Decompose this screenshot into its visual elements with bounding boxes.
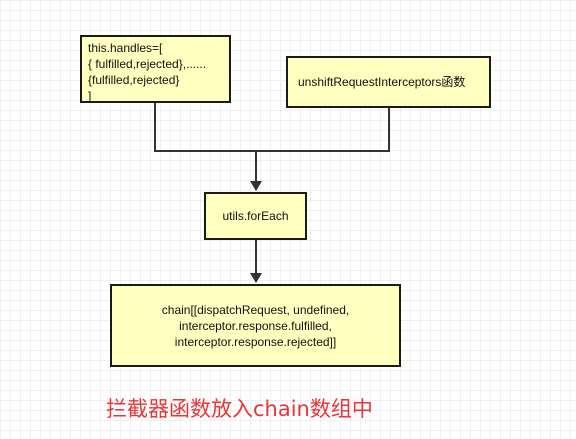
handles-line: { fulfilled,rejected},......: [88, 57, 207, 71]
unshift-node: unshiftRequestInterceptors函数: [286, 56, 491, 108]
unshift-label: unshiftRequestInterceptors函数: [298, 75, 466, 89]
handles-line: this.handles=[: [88, 41, 163, 55]
diagram-caption: 拦截器函数放入chain数组中: [106, 397, 373, 421]
connector-unshift-to-junction: [256, 108, 390, 152]
foreach-node: utils.forEach: [204, 192, 307, 240]
connector-handles-to-junction: [154, 103, 256, 152]
handles-node: this.handles=[ { fulfilled,rejected},...…: [80, 35, 231, 103]
handles-line: ]: [88, 89, 92, 103]
chain-node: chain[[dispatchRequest, undefined, inter…: [110, 284, 401, 367]
chain-line: chain[[dispatchRequest, undefined,: [161, 302, 350, 317]
handles-line: {fulfilled,rejected}: [88, 73, 180, 87]
chain-line: interceptor.response.rejected]]: [174, 334, 337, 349]
chain-line: interceptor.response.fulfilled,: [179, 318, 332, 333]
foreach-label: utils.forEach: [222, 209, 289, 223]
